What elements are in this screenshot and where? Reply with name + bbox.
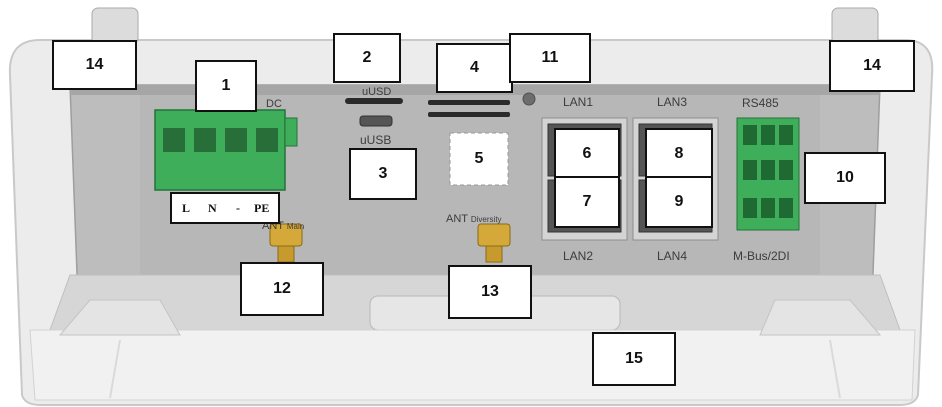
microusb-port (359, 115, 393, 127)
callout-3: 3 (349, 148, 417, 200)
callout-7: 7 (554, 176, 620, 228)
side-wing-left (58, 299, 181, 336)
label-usd: uUSD (362, 86, 392, 98)
terminal-legend: L N - PE (170, 192, 280, 224)
callout-2: 2 (333, 33, 401, 83)
callout-1: 1 (195, 60, 257, 112)
sim-slot-1 (428, 100, 510, 105)
terminal-label-l: L (182, 201, 191, 215)
label-rs485: RS485 (742, 96, 779, 110)
sim-slot-2 (428, 112, 510, 117)
label-lan1: LAN1 (563, 95, 594, 109)
label-lan4: LAN4 (657, 249, 688, 263)
terminal-label-pe: PE (254, 201, 270, 215)
antenna-main-connector (269, 223, 303, 263)
callout-12: 12 (240, 262, 324, 316)
terminal-screws (163, 128, 278, 152)
clip-right (831, 7, 879, 45)
status-led (522, 92, 536, 106)
callout-9: 9 (645, 176, 713, 228)
label-dc: DC (266, 98, 282, 110)
callout-11: 11 (509, 33, 591, 83)
callout-13: 13 (448, 265, 532, 319)
callout-5: 5 (474, 150, 484, 167)
label-lan2: LAN2 (563, 249, 594, 263)
label-usb: uUSB (360, 133, 392, 147)
label-ant-diversity: ANT Diversity (446, 213, 502, 225)
callout-14-right: 14 (829, 40, 915, 92)
microsd-slot (345, 98, 403, 104)
clip-left (91, 7, 139, 45)
label-lan3: LAN3 (657, 95, 688, 109)
callout-4: 4 (436, 43, 513, 93)
terminal-label-minus: - (236, 201, 240, 215)
callout-10: 10 (804, 152, 886, 204)
internal-area-5 (449, 132, 509, 186)
terminal-label-n: N (208, 201, 217, 215)
callout-15: 15 (592, 332, 676, 386)
callout-6: 6 (554, 128, 620, 180)
antenna-diversity-connector (477, 223, 511, 263)
side-wing-right (759, 299, 882, 336)
callout-14-left: 14 (52, 40, 137, 90)
housing-front (29, 329, 916, 401)
rs485-terminal (736, 117, 800, 231)
callout-8: 8 (645, 128, 713, 180)
label-mbus: M-Bus/2DI (733, 249, 790, 263)
